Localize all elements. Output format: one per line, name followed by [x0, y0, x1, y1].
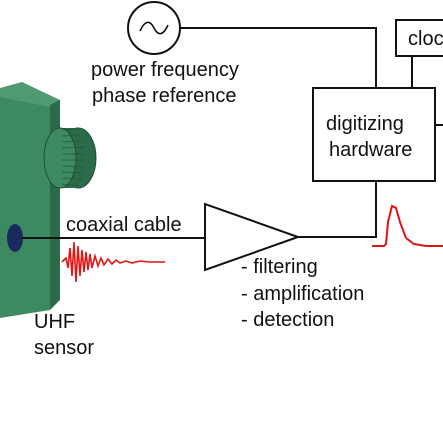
power-to-hardware-line — [180, 27, 377, 88]
digitizing-hardware-box — [312, 87, 436, 182]
amp-to-hardware-line — [298, 181, 377, 238]
phase-reference-label: phase reference — [92, 85, 237, 107]
sensor-label-line2: sensor — [34, 337, 95, 359]
power-source-icon — [127, 1, 181, 55]
sensor-label-line1: UHF — [34, 311, 76, 333]
sensor-knob — [43, 127, 97, 189]
sensor-top-face — [0, 82, 60, 107]
sensor-front-face — [0, 95, 50, 318]
coaxial-cable-label: coaxial cable — [66, 214, 182, 236]
hardware-label-line1: digitizing — [326, 113, 404, 135]
hardware-label-line2: hardware — [329, 139, 413, 161]
amplifier-icon — [204, 202, 301, 272]
uhf-sensor-housing — [0, 82, 97, 318]
clock-label: cloc — [408, 28, 443, 50]
processing-item-filtering: - filtering — [241, 256, 318, 278]
power-frequency-label: power frequency — [91, 59, 239, 81]
pd-signal-icon — [61, 241, 165, 283]
processing-item-detection: - detection — [241, 309, 335, 331]
detected-signal-icon — [372, 204, 443, 247]
clock-box — [395, 19, 443, 57]
processing-item-amplification: - amplification — [241, 283, 365, 305]
sensor-port — [7, 224, 23, 252]
